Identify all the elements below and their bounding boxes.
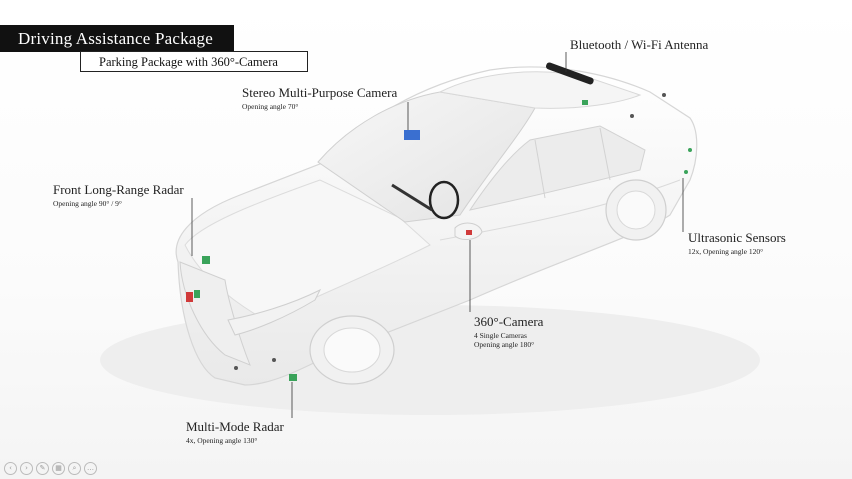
- antenna-fin: [545, 62, 594, 85]
- package-subtitle: Parking Package with 360°-Camera: [80, 51, 308, 72]
- camera-360-detail-2: Opening angle 180°: [474, 340, 535, 349]
- stereo-camera-sensor: [404, 130, 420, 140]
- bluetooth-label: Bluetooth / Wi-Fi Antenna: [570, 37, 708, 52]
- pen-icon[interactable]: ✎: [36, 462, 49, 475]
- more-icon[interactable]: …: [84, 462, 97, 475]
- side-window: [468, 125, 646, 211]
- ultrasonic-label: Ultrasonic Sensors 12x, Opening angle 12…: [688, 230, 786, 256]
- antenna-sensor: [582, 100, 588, 105]
- rear-wheel: [605, 179, 667, 241]
- stereo-camera-title: Stereo Multi-Purpose Camera: [242, 85, 398, 100]
- multi-mode-radar-detail: 4x, Opening angle 130°: [186, 436, 258, 445]
- stereo-camera-detail: Opening angle 70°: [242, 102, 299, 111]
- steering-wheel: [428, 180, 460, 220]
- front-sensor-green: [194, 290, 200, 298]
- multi-mode-radar-label: Multi-Mode Radar 4x, Opening angle 130°: [186, 419, 284, 445]
- bluetooth-title: Bluetooth / Wi-Fi Antenna: [570, 37, 709, 52]
- zoom-icon[interactable]: ⌕: [68, 462, 81, 475]
- package-title: Driving Assistance Package: [0, 25, 234, 52]
- stereo-camera-label: Stereo Multi-Purpose Camera Opening angl…: [242, 85, 397, 111]
- camera-360-label: 360°-Camera 4 Single Cameras Opening ang…: [474, 314, 543, 349]
- ultrasonic-title: Ultrasonic Sensors: [688, 230, 786, 245]
- rear-radar-sensor: [289, 374, 297, 381]
- prev-icon[interactable]: ‹: [4, 462, 17, 475]
- front-wheel: [309, 315, 395, 385]
- leader-lines: [191, 52, 684, 418]
- front-radar-detail: Opening angle 90° / 9°: [53, 199, 122, 208]
- headlight: [227, 288, 322, 336]
- front-radar-sensor: [202, 256, 210, 264]
- mirror-camera-sensor: [466, 230, 472, 235]
- camera-360-title: 360°-Camera: [474, 314, 544, 329]
- slides-icon[interactable]: ▦: [52, 462, 65, 475]
- front-radar-title: Front Long-Range Radar: [53, 182, 184, 197]
- ultrasonic-detail: 12x, Opening angle 120°: [688, 247, 764, 256]
- multi-mode-radar-title: Multi-Mode Radar: [186, 419, 284, 434]
- front-radar-red: [186, 292, 193, 302]
- next-icon[interactable]: ›: [20, 462, 33, 475]
- front-radar-label: Front Long-Range Radar Opening angle 90°…: [53, 182, 184, 208]
- camera-360-detail-1: 4 Single Cameras: [474, 331, 527, 340]
